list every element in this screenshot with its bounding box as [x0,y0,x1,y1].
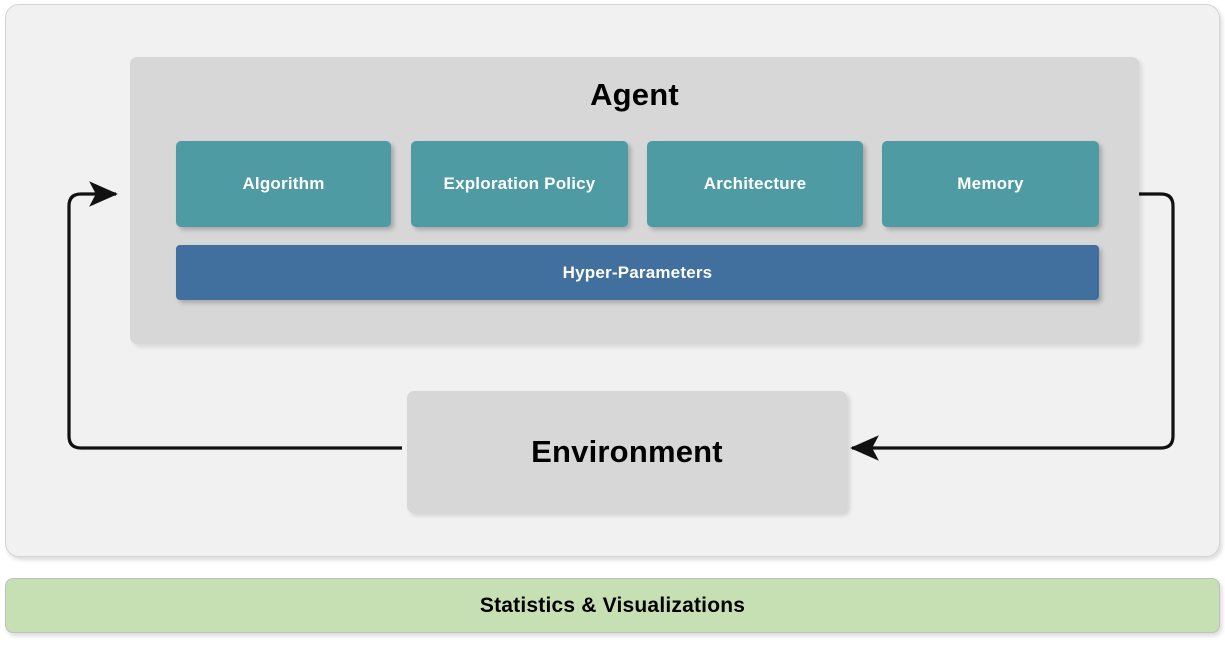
statistics-visualizations-bar[interactable]: Statistics & Visualizations [5,578,1220,633]
environment-box[interactable]: Environment [407,391,847,513]
agent-component-exploration-policy[interactable]: Exploration Policy [411,141,628,227]
agent-title: Agent [590,77,679,112]
agent-hyper-parameters-bar[interactable]: Hyper-Parameters [176,245,1099,300]
agent-component-algorithm[interactable]: Algorithm [176,141,391,227]
agent-component-memory[interactable]: Memory [882,141,1099,227]
rl-system-container: Agent Algorithm Exploration Policy Archi… [5,4,1220,557]
agent-component-architecture[interactable]: Architecture [647,141,863,227]
agent-panel[interactable]: Agent Algorithm Exploration Policy Archi… [130,57,1139,344]
agent-component-row: Algorithm Exploration Policy Architectur… [176,141,1099,227]
